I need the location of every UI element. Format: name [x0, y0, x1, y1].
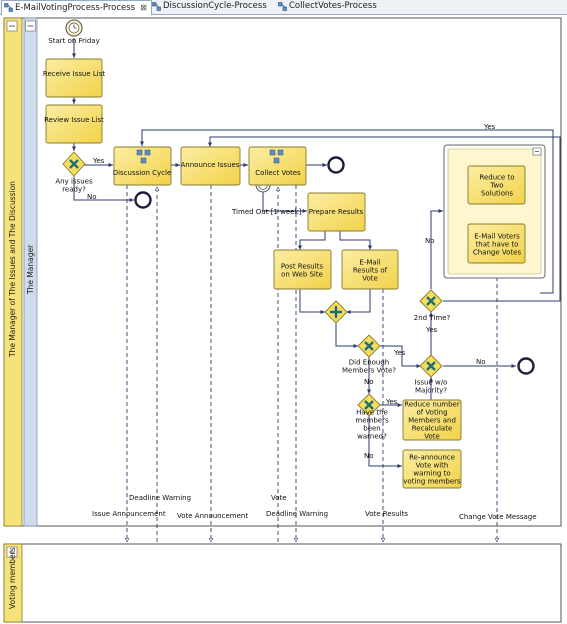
flow-label-no: No — [425, 237, 435, 245]
message-label-change-vote-message: Change Vote Message — [459, 513, 537, 521]
task-label: Review Issue List — [44, 116, 104, 124]
process-diagram-icon — [4, 3, 13, 12]
sequence-flows — [72, 38, 561, 468]
subprocess-icon — [136, 149, 151, 164]
task-label: Receive Issue List — [43, 70, 105, 78]
exclusive-gateway-icon — [364, 341, 374, 351]
start-event-label: Start on Friday — [48, 37, 100, 45]
subprocess-icon — [269, 149, 284, 164]
task-announce-issues[interactable]: Announce Issues — [181, 146, 241, 186]
gateway-issue-wo-majority[interactable] — [419, 354, 443, 378]
tab-label: E-MailVotingProcess-Process — [15, 3, 136, 13]
message-label-issue-announcement: Issue Announcement — [92, 510, 166, 518]
message-label-deadline-warning: Deadline Warning — [129, 494, 191, 502]
voting-members-pool-label: Voting members — [8, 547, 17, 609]
exclusive-gateway-icon — [426, 296, 436, 306]
voting-members-pool-header — [3, 543, 23, 623]
tab-label: DiscussionCycle-Process — [163, 1, 267, 11]
flow-label-no: No — [87, 193, 97, 201]
main-pool-header — [3, 17, 23, 527]
subprocess-collect-votes[interactable]: Collect Votes — [248, 146, 307, 186]
exclusive-gateway-icon — [364, 400, 374, 410]
timer-label: Timed Out [1 week] — [231, 208, 302, 216]
message-label-vote-results: Vote Results — [365, 510, 408, 518]
tab-collect-votes-process[interactable]: CollectVotes-Process — [276, 0, 409, 13]
task-label: Collect Votes — [255, 169, 301, 177]
flow-label-no: No — [364, 378, 374, 386]
end-event-after-collect[interactable] — [327, 156, 345, 174]
editor-tab-bar: E-MailVotingProcess-Process ⊠ DiscussionC… — [0, 0, 567, 15]
gateway-label: 2nd Time? — [414, 314, 451, 322]
flow-label-yes: Yes — [92, 157, 105, 165]
tab-e-mail-voting-process[interactable]: E-MailVotingProcess-Process ⊠ — [1, 0, 152, 15]
gateway-second-time[interactable] — [419, 289, 443, 313]
flow-label-no: No — [364, 452, 374, 460]
gateway-enough-members-vote[interactable] — [357, 334, 381, 358]
gateway-any-issues-ready[interactable] — [62, 151, 86, 177]
tab-label: CollectVotes-Process — [289, 1, 377, 11]
process-diagram-icon — [278, 2, 287, 11]
end-event-process[interactable] — [517, 357, 535, 375]
task-review-issue-list[interactable]: Review Issue List — [44, 104, 104, 144]
task-receive-issue-list[interactable]: Receive Issue List — [43, 58, 105, 98]
subprocess-discussion-cycle[interactable]: Discussion Cycle — [113, 146, 172, 186]
task-label: Announce Issues — [181, 161, 240, 169]
exclusive-gateway-icon — [69, 159, 79, 169]
close-tab-icon[interactable]: ⊠ — [140, 3, 147, 12]
flow-label-yes: Yes — [393, 349, 406, 357]
task-label: Discussion Cycle — [113, 169, 172, 177]
flow-label-yes: Yes — [385, 398, 398, 406]
end-event-no-issues[interactable] — [134, 191, 152, 209]
exclusive-gateway-icon — [426, 361, 436, 371]
flow-label-no: No — [476, 358, 486, 366]
flow-label-yes: Yes — [425, 326, 438, 334]
main-lane-label: The Manager — [26, 244, 35, 295]
gateway-members-warned[interactable] — [357, 393, 381, 417]
message-label-vote: Vote — [271, 494, 287, 502]
tab-discussion-cycle-process[interactable]: DiscussionCycle-Process — [150, 0, 291, 13]
main-lane-header — [23, 17, 38, 527]
parallel-gateway-icon — [330, 306, 342, 318]
voting-members-pool: Voting members — [3, 543, 562, 623]
task-prepare-results[interactable]: Prepare Results — [307, 192, 366, 232]
gateway-join-parallel[interactable] — [324, 300, 348, 324]
start-event[interactable] — [65, 19, 83, 37]
message-label-vote-announcement: Vote Announcement — [177, 512, 248, 520]
main-pool-label: The Manager of The Issues and The Discus… — [8, 181, 17, 358]
flow-label-yes: Yes — [483, 123, 496, 131]
bpmn-diagram-canvas[interactable]: The Manager of The Issues and The Discus… — [0, 15, 567, 624]
message-label-deadline-warning: Deadline Warning — [266, 510, 328, 518]
task-label: Prepare Results — [309, 208, 364, 216]
message-flows — [127, 185, 497, 542]
process-diagram-icon — [152, 2, 161, 11]
